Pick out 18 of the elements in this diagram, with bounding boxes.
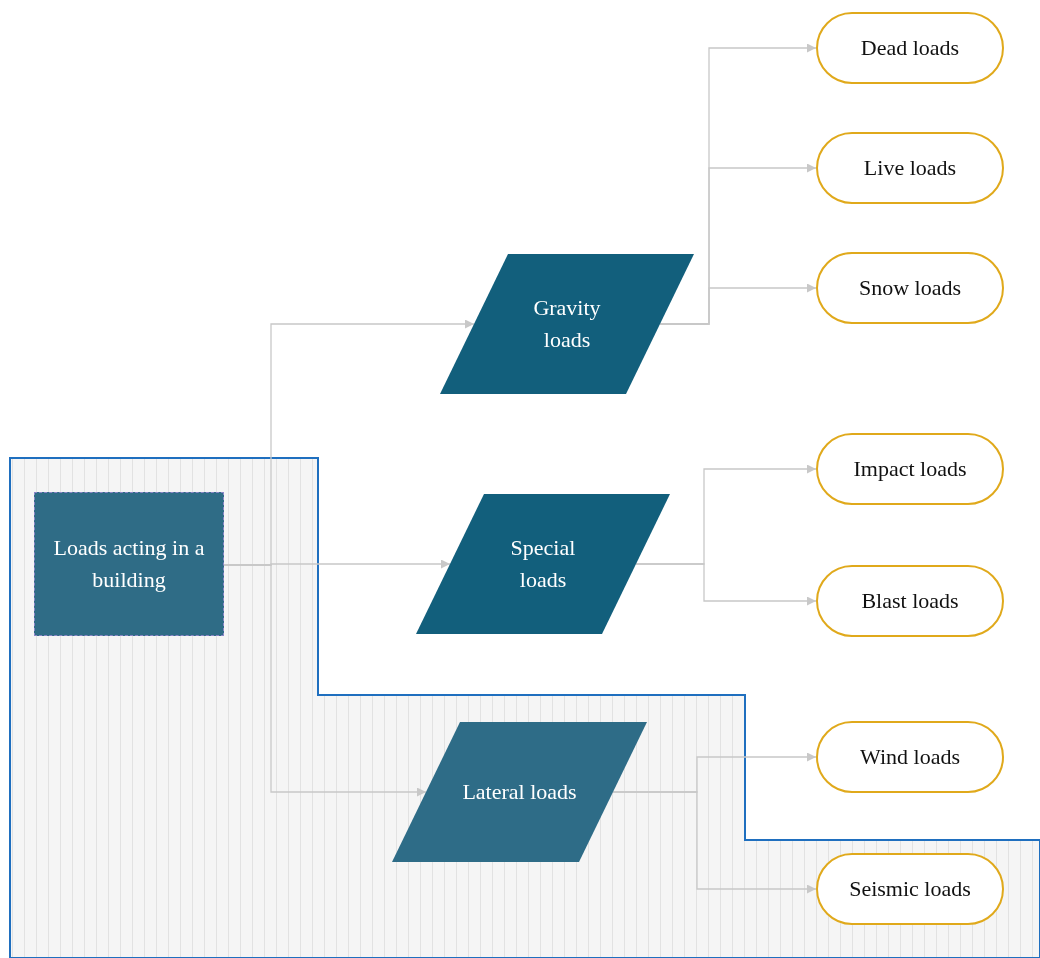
node-label: Seismic loads [849,875,971,903]
parallelogram-box [392,722,647,862]
arrow [635,563,817,606]
node-label: Special loads [509,534,577,594]
node-label: Live loads [863,154,957,182]
node-label: Dead loads [860,34,960,62]
rounded-box [816,853,1004,925]
arrow [612,791,817,894]
node-label: Loads acting in a building [52,534,206,594]
node-label: Impact loads [853,455,967,483]
process-box [34,492,224,636]
parallelogram-box [416,494,670,634]
node-label: Wind loads [860,743,960,771]
node-label: Gravity loads [532,294,602,354]
node-label: Blast loads [861,587,959,615]
parallelogram-box [440,254,694,394]
node-label: Lateral loads [462,778,577,806]
node-label: Snow loads [858,274,962,302]
